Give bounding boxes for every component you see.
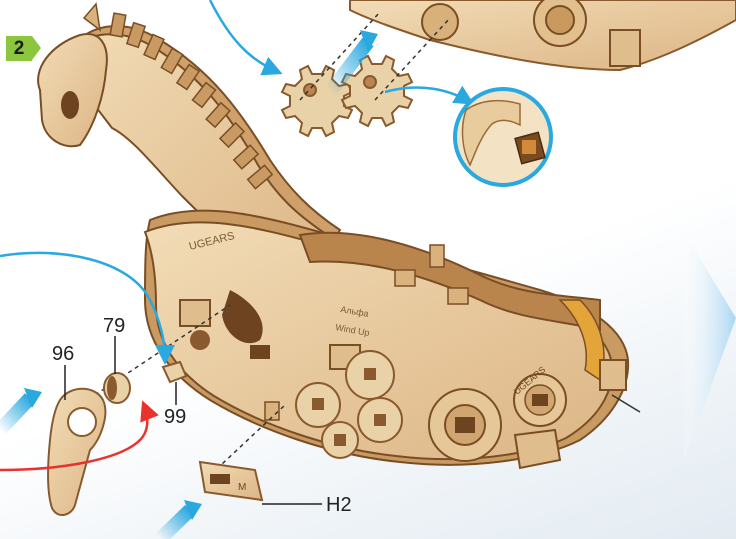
blue-arrow-top xyxy=(210,0,278,72)
part-79-ring xyxy=(104,373,130,403)
part-h2-tool xyxy=(200,462,262,500)
part-96-lever xyxy=(48,389,105,515)
insert-direction-arrow-left xyxy=(0,398,30,430)
part-label-99: 99 xyxy=(164,407,186,427)
engraved-h2-mark: M xyxy=(238,482,246,493)
zoom-detail-circle xyxy=(455,89,551,185)
next-step-arrow xyxy=(684,232,736,460)
part-label-96: 96 xyxy=(52,344,74,364)
part-label-h2: H2 xyxy=(326,495,352,515)
part-label-79: 79 xyxy=(103,316,125,336)
step-number-badge: 2 xyxy=(6,36,32,61)
insert-direction-arrow-bottom xyxy=(160,510,190,539)
upper-assembly-detail xyxy=(350,0,736,70)
blue-arrow-left xyxy=(0,253,165,360)
